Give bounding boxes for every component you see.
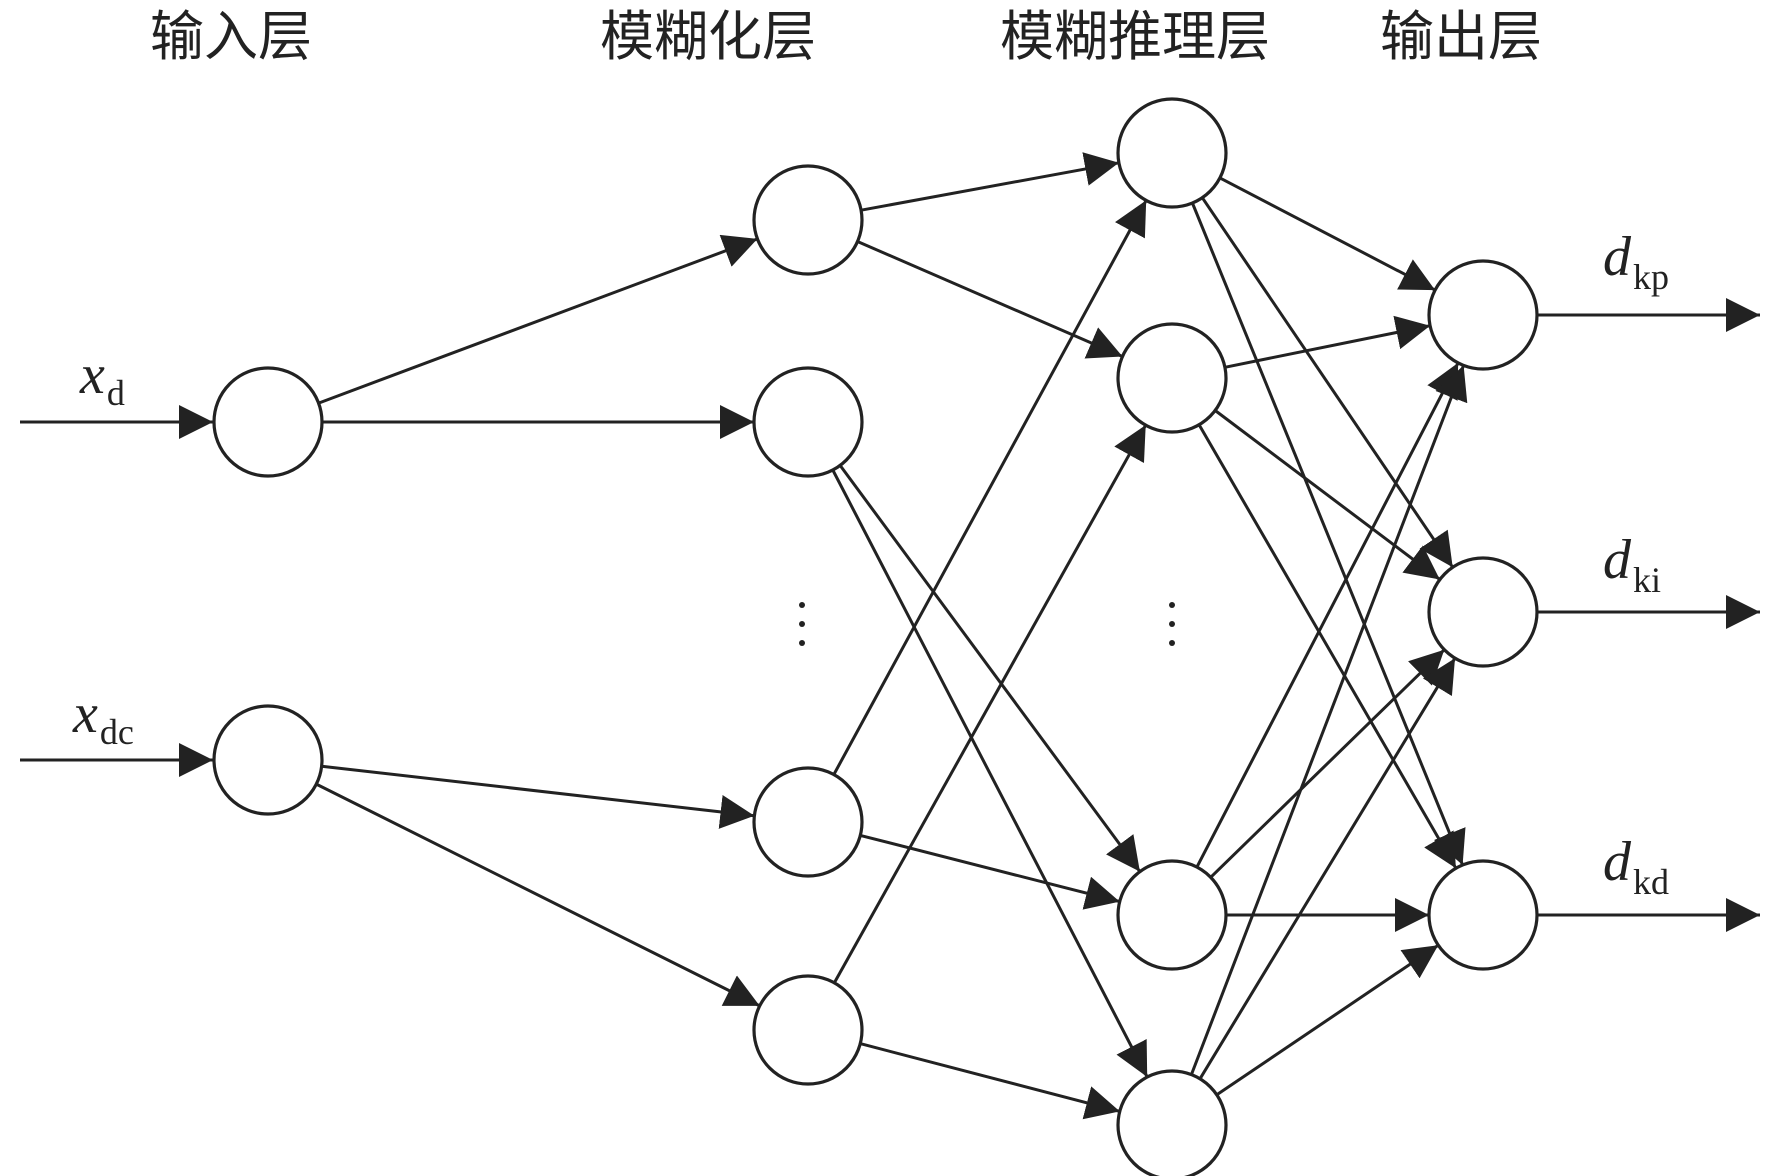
input-node-xd — [212, 366, 324, 478]
output-label-dkp-sub: kp — [1633, 257, 1669, 297]
inference-layer-nodes — [1116, 97, 1228, 1176]
input-label-xd: xd — [79, 344, 125, 413]
layer-title-output: 输出层 — [1380, 5, 1542, 68]
edge-r1-o3 — [1191, 202, 1466, 866]
fuzzification-node-3 — [752, 766, 864, 878]
layer-title-inference: 模糊推理层 — [1000, 5, 1270, 68]
edge-r4-o3 — [1215, 943, 1440, 1097]
edge-i2-f3 — [321, 764, 755, 829]
edge-i1-f1 — [318, 234, 758, 405]
output-label-dki-main: d — [1603, 529, 1632, 591]
layer-title-input: 输入层 — [150, 5, 312, 68]
ellipsis-dot — [799, 621, 805, 627]
input-label-xd-sub: d — [107, 373, 125, 413]
ellipsis-dot — [1169, 640, 1175, 646]
ellipsis-dot — [799, 602, 805, 608]
input-lines — [20, 405, 213, 777]
output-node-dkd — [1427, 859, 1539, 971]
edge-f1-r2 — [856, 240, 1124, 359]
inference-node-1 — [1116, 97, 1228, 209]
edge-r2-o2 — [1214, 409, 1441, 581]
edge-f4-r2 — [832, 424, 1148, 984]
ellipsis-dot — [799, 640, 805, 646]
input-label-xdc-main: x — [72, 683, 98, 745]
edge-r3-o2 — [1209, 648, 1446, 879]
edge-r3-o1 — [1195, 362, 1460, 868]
edge-r2-o3 — [1197, 423, 1458, 870]
output-lines — [1536, 298, 1760, 932]
output-label-dki-sub: ki — [1633, 560, 1661, 600]
inference-node-4 — [1116, 1069, 1228, 1176]
output-layer-nodes — [1427, 259, 1539, 971]
connection-edges — [315, 152, 1468, 1120]
fuzzification-ellipsis — [799, 602, 805, 646]
edge-r2-o1 — [1224, 315, 1431, 369]
fuzzification-node-2 — [752, 366, 864, 478]
output-label-dki: dki — [1603, 529, 1661, 600]
inference-node-3 — [1116, 859, 1228, 971]
edge-f1-r1 — [860, 152, 1120, 212]
layer-title-fuzzification: 模糊化层 — [600, 5, 816, 68]
output-label-dkd-sub: kd — [1633, 862, 1669, 902]
edge-r1-o1 — [1219, 176, 1436, 292]
edge-r4-o1 — [1189, 364, 1468, 1076]
edge-i2-f4 — [315, 782, 761, 1008]
output-node-dkp — [1427, 259, 1539, 371]
input-node-xdc — [212, 704, 324, 816]
edge-r1-o2 — [1201, 196, 1454, 569]
input-label-xdc: xdc — [72, 683, 134, 752]
edge-f3-r3 — [859, 833, 1121, 910]
edge-f4-r4 — [859, 1042, 1121, 1120]
ellipsis-dot — [1169, 602, 1175, 608]
edge-f2-r4 — [831, 469, 1149, 1078]
input-label-xdc-sub: dc — [100, 712, 134, 752]
inference-node-2 — [1116, 322, 1228, 434]
ellipsis-dot — [1169, 621, 1175, 627]
edge-f3-r1 — [832, 199, 1148, 776]
fuzzification-node-4 — [752, 974, 864, 1086]
output-label-dkp-main: d — [1603, 226, 1632, 288]
inference-ellipsis — [1169, 602, 1175, 646]
output-label-dkd-main: d — [1603, 831, 1632, 893]
input-label-xd-main: x — [79, 344, 105, 406]
output-label-dkp: dkp — [1603, 226, 1669, 297]
input-layer-nodes — [212, 366, 324, 816]
output-node-dki — [1427, 556, 1539, 668]
fuzzification-layer-nodes — [752, 164, 864, 1086]
output-label-dkd: dkd — [1603, 831, 1669, 902]
fuzzification-node-1 — [752, 164, 864, 276]
edge-f2-r3 — [838, 464, 1142, 873]
edge-r4-o2 — [1198, 657, 1457, 1080]
